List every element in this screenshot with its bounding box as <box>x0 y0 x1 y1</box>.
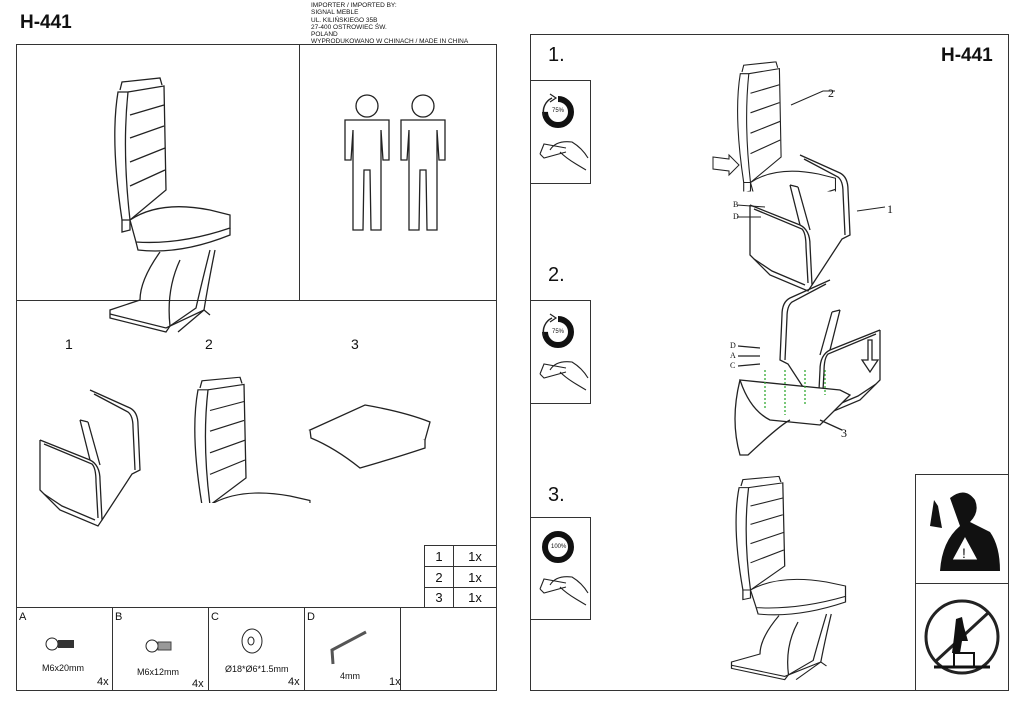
parts-table-part: 1 <box>424 545 454 567</box>
divider <box>400 607 401 691</box>
parts-table-part: 3 <box>424 587 454 608</box>
step-3-tool-box <box>530 517 591 620</box>
divider <box>16 300 497 301</box>
two-persons-icon <box>344 94 446 231</box>
no-standing-on-chair-icon <box>924 599 1000 675</box>
left-page-title: H-441 <box>20 12 72 33</box>
washer-icon <box>241 628 263 654</box>
bolt-m6x12-icon <box>145 639 172 653</box>
divider <box>208 607 209 691</box>
callout-b: B <box>733 200 739 209</box>
importer-line: UL. KILIŃSKIEGO 35B <box>311 16 378 24</box>
allen-key-hand-icon <box>539 576 589 606</box>
step-number: 1. <box>548 44 565 66</box>
importer-line: POLAND <box>311 31 338 39</box>
hardware-letter: A <box>19 611 27 623</box>
parts-table-part: 2 <box>424 566 454 588</box>
divider <box>915 583 1009 584</box>
step-1-tool-box <box>530 80 591 184</box>
hardware-qty: 4x <box>97 676 109 688</box>
hardware-spec: M6x20mm <box>42 663 85 673</box>
parts-table-qty: 1x <box>453 545 497 567</box>
allen-key-hand-icon <box>539 141 589 171</box>
divider <box>304 607 305 691</box>
hardware-qty: 4x <box>288 676 300 688</box>
importer-line: SIGNAL MEBLE <box>311 9 359 17</box>
divider <box>299 44 300 300</box>
tightness-label: 100% <box>551 544 567 550</box>
step-number: 2. <box>548 264 565 286</box>
hardware-letter: D <box>307 611 315 623</box>
importer-info: IMPORTER / IMPORTED BY: SIGNAL MEBLE UL.… <box>311 2 468 46</box>
allen-key-icon <box>330 630 367 665</box>
part-3-seat-illustration <box>308 404 431 469</box>
hardware-letter: C <box>211 611 219 623</box>
callout-c: C <box>730 361 736 370</box>
divider <box>16 607 497 608</box>
bolt-m6x20-icon <box>45 637 74 651</box>
step-number: 3. <box>548 484 565 506</box>
allen-key-hand-icon <box>539 361 589 391</box>
step-2-tool-box <box>530 300 591 404</box>
parts-table-qty: 1x <box>453 566 497 588</box>
svg-text:!: ! <box>962 545 966 561</box>
right-page-title: H-441 <box>941 45 993 66</box>
hardware-letter: B <box>115 611 123 623</box>
part-label: 3 <box>351 336 359 352</box>
hardware-qty: 4x <box>192 678 204 690</box>
parts-table-qty: 1x <box>453 587 497 608</box>
callout-d: D <box>733 212 739 221</box>
assembled-chair-step-3-illustration <box>730 475 847 681</box>
part-label: 2 <box>205 336 213 352</box>
callout-d: D <box>730 341 736 350</box>
importer-line: 27-400 OSTROWIEC ŚW. <box>311 23 387 31</box>
tightness-label: 75% <box>552 329 565 335</box>
hardware-qty: 1x <box>389 676 401 688</box>
hardware-spec: M6x12mm <box>137 667 180 677</box>
warning-person-icon: ! <box>930 492 1000 571</box>
warning-box <box>915 474 1009 691</box>
step-1-illustration <box>712 55 886 292</box>
hardware-spec: 4mm <box>340 671 360 681</box>
tightness-label: 75% <box>552 108 565 114</box>
hardware-spec: Ø18*Ø6*1.5mm <box>225 664 289 674</box>
part-1-frame-illustration <box>39 389 141 527</box>
callout-a: A <box>730 351 736 360</box>
part-2-backrest-illustration <box>180 370 260 520</box>
callout-part-1: 1 <box>887 202 893 216</box>
callout-part-2: 2 <box>828 86 834 100</box>
part-label: 1 <box>65 336 73 352</box>
left-page-frame <box>16 44 497 691</box>
callout-part-3: 3 <box>841 426 847 440</box>
importer-line: WYPRODUKOWANO W CHINACH / MADE IN CHINA <box>311 38 469 46</box>
assembled-chair-illustration <box>109 77 231 333</box>
importer-line: IMPORTER / IMPORTED BY: <box>311 2 397 9</box>
divider <box>112 607 113 691</box>
tightness-100-icon <box>542 531 574 563</box>
step-2-illustration <box>734 279 881 456</box>
